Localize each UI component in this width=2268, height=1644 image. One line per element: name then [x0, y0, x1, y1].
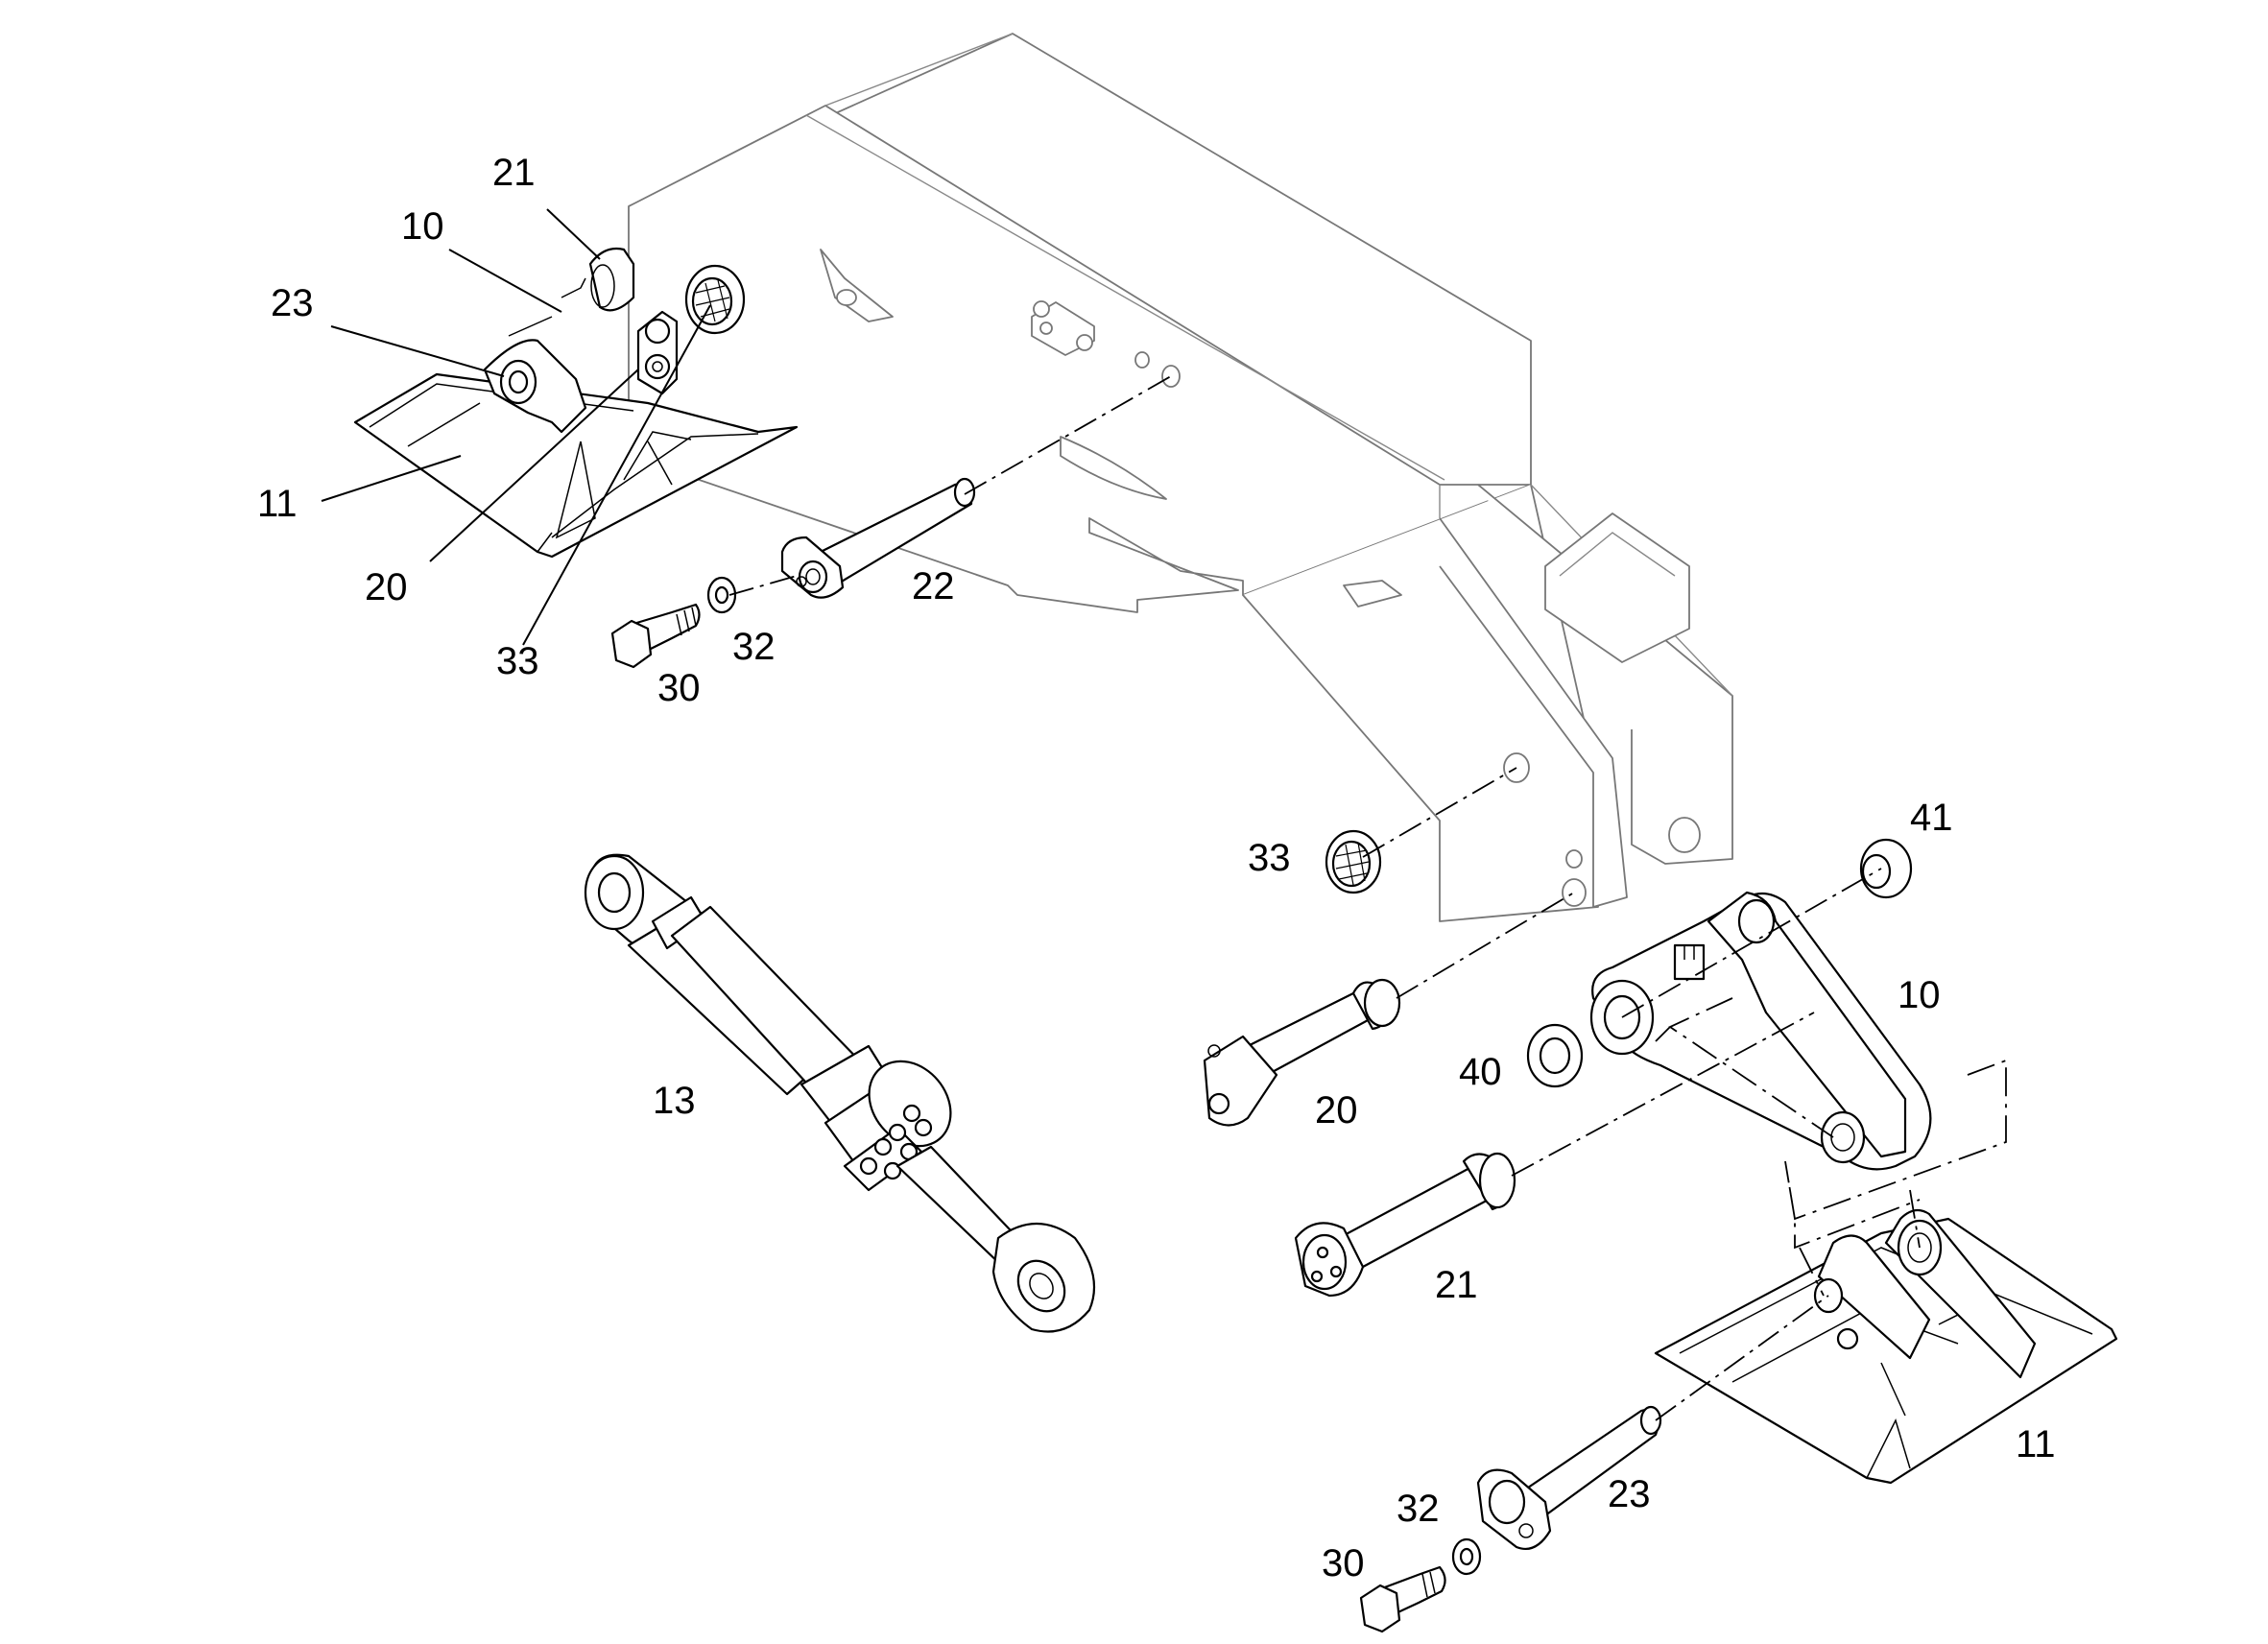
callout-20-mid: 20 [1315, 1089, 1358, 1132]
callout-32-top: 32 [732, 626, 776, 668]
boom-arm [628, 33, 1733, 922]
pad-11-bottom [1654, 1208, 2118, 1485]
callout-21-top: 21 [492, 152, 536, 194]
leader-lines [321, 208, 711, 646]
pad-11-top [353, 372, 799, 559]
callout-40: 40 [1459, 1051, 1502, 1093]
assembly-centerlines [728, 375, 2007, 1421]
callout-30-top: 30 [657, 667, 701, 709]
pin-21-mid [1294, 1152, 1516, 1298]
callout-32-bottom: 32 [1397, 1488, 1440, 1530]
washer-40 [1526, 1023, 1584, 1088]
pin-21-top [588, 247, 635, 312]
callout-11-bottom: 11 [2016, 1423, 2056, 1465]
callout-21-mid: 21 [1435, 1264, 1478, 1306]
bolt-30-top [610, 603, 701, 669]
callouts: 21 10 23 11 20 33 30 32 22 33 41 10 40 2… [257, 152, 2056, 1584]
callout-23-top: 23 [271, 282, 314, 324]
washer-32-top [706, 576, 737, 614]
washer-32-bottom [1451, 1537, 1482, 1576]
pin-20-mid [1203, 978, 1401, 1127]
bracket-10-right [1589, 891, 1932, 1171]
bracket-10-top [483, 277, 587, 434]
cylinder-13-bolt-ring [859, 1104, 933, 1180]
plug-33-mid [1325, 829, 1382, 894]
plug-33-top [684, 264, 746, 335]
bolt-30-bottom [1359, 1565, 1446, 1633]
washer-41 [1859, 838, 1913, 899]
callout-10-top: 10 [401, 205, 444, 248]
callout-23-bottom: 23 [1608, 1473, 1651, 1515]
pin-22 [780, 477, 976, 599]
callout-11-top: 11 [257, 483, 298, 525]
callout-41: 41 [1910, 797, 1953, 839]
cylinder-13 [584, 853, 1096, 1333]
pin-23-bottom [1476, 1405, 1662, 1551]
callout-20-top: 20 [365, 566, 408, 608]
callout-22: 22 [912, 565, 955, 608]
callout-13: 13 [653, 1080, 696, 1122]
callout-30-bottom: 30 [1322, 1542, 1365, 1584]
callout-33-mid: 33 [1248, 837, 1291, 879]
callout-33-top: 33 [496, 640, 539, 682]
pin-20-top [636, 310, 679, 395]
callout-10-right: 10 [1898, 974, 1941, 1016]
